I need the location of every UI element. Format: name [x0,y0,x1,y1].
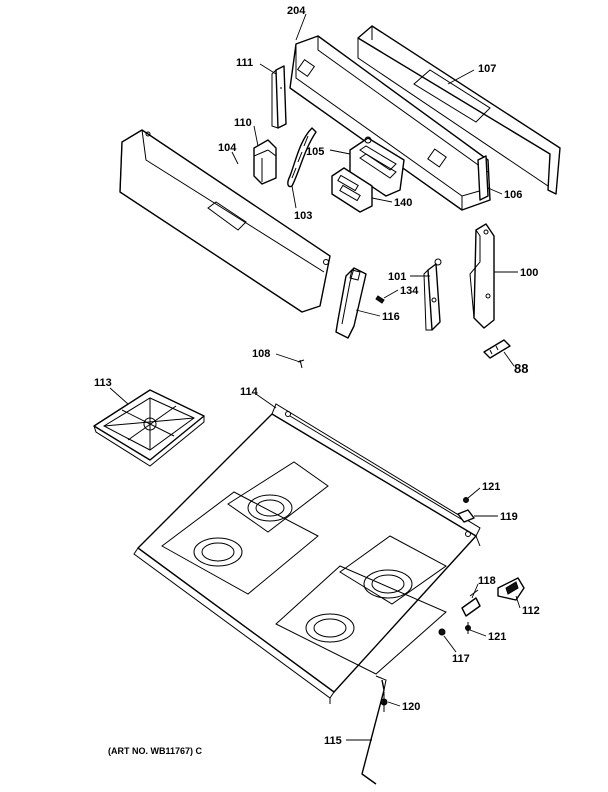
label-111: 111 [236,57,253,69]
plug-117 [438,628,446,636]
label-119: 119 [500,511,518,523]
top-trim-panel [357,25,561,195]
label-117: 117 [452,653,470,665]
label-105: 105 [306,146,324,158]
ignition-module [253,139,277,185]
bracket-101 [423,258,442,331]
hinge-118 [461,589,481,617]
side-trim-100 [469,223,495,329]
label-104: 104 [218,142,237,154]
part-labels: 204 111 107 110 104 105 106 103 140 101 … [94,5,540,756]
screw-121-upper [463,497,469,503]
burner-grate [93,389,205,467]
label-116: 116 [382,311,400,323]
backsplash-panel [289,35,491,211]
label-106: 106 [504,189,522,201]
support-rod [361,675,387,785]
label-100: 100 [520,267,538,279]
label-113: 113 [94,377,112,389]
label-112: 112 [522,605,540,617]
leader-lines [109,13,521,741]
screw-134 [375,295,385,304]
label-140: 140 [394,197,412,209]
label-134: 134 [400,285,419,297]
bracket-112 [497,577,525,601]
clock-overlay [331,167,373,213]
side-bracket-right [477,155,489,201]
label-118: 118 [478,575,496,587]
label-103: 103 [294,210,312,222]
end-cap-116 [335,267,367,339]
screw-121-lower [465,622,471,634]
control-panel [119,129,331,313]
cooktop [133,403,481,704]
label-114: 114 [240,386,259,398]
spacer-88 [483,339,511,359]
clip-119 [457,509,475,523]
art-number-caption: (ART NO. WB11767) C [108,746,203,756]
label-121-upper: 121 [482,481,500,493]
label-204: 204 [287,5,306,17]
label-101: 101 [388,271,406,283]
side-bracket-left [271,65,287,129]
label-121-lower: 121 [488,631,506,643]
label-88: 88 [514,361,528,376]
wire-harness [287,127,317,188]
label-107: 107 [478,63,496,75]
label-110: 110 [234,117,252,129]
label-108: 108 [252,348,270,360]
label-115: 115 [324,735,342,747]
clip-120 [380,692,388,712]
label-120: 120 [402,701,420,713]
